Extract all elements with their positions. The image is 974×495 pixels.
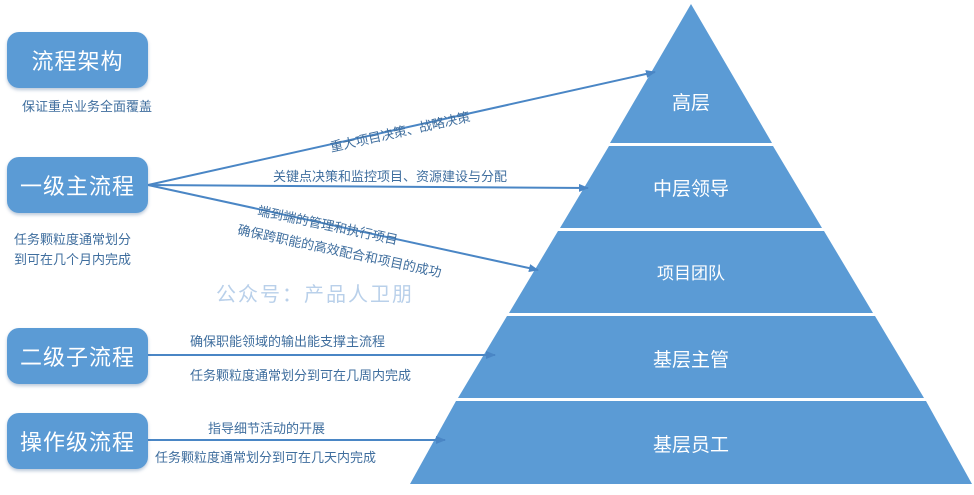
arrow-main-to-top bbox=[147, 70, 656, 186]
arrow-main-to-middle bbox=[147, 183, 589, 192]
tier-label-middle: 中层领导 bbox=[652, 178, 730, 200]
level-note-main-process: 任务颗粒度通常划分 到可在几个月内完成 bbox=[14, 233, 132, 268]
tier-label-team: 项目团队 bbox=[657, 264, 725, 284]
arrow-label-sub-support: 确保职能领域的输出能支撑主流程 bbox=[190, 335, 386, 350]
level-note-architecture: 保证重点业务全面覆盖 bbox=[22, 100, 153, 115]
tier-label-top: 高层 bbox=[671, 92, 711, 114]
level-box-sub-process: 二级子流程 bbox=[7, 328, 148, 384]
arrow-label-op-guide: 指导细节活动的开展 bbox=[208, 422, 326, 437]
pyramid-tier-2 bbox=[560, 146, 822, 228]
arrow-label-sub-granularity: 任务颗粒度通常划分到可在几周内完成 bbox=[190, 369, 412, 384]
pyramid-tier-top bbox=[610, 4, 772, 143]
level-box-architecture: 流程架构 bbox=[7, 32, 148, 88]
tier-label-supervisor: 基层主管 bbox=[652, 349, 730, 371]
pyramid-tier-3 bbox=[509, 231, 873, 313]
tier-label-staff: 基层员工 bbox=[652, 434, 730, 456]
pyramid-tier-5 bbox=[410, 401, 972, 484]
level-box-operation-process: 操作级流程 bbox=[7, 413, 148, 469]
level-box-main-process: 一级主流程 bbox=[7, 157, 148, 213]
pyramid-tier-4 bbox=[458, 316, 924, 398]
watermark-text: 公众号：产品人卫朋 bbox=[216, 282, 414, 306]
arrow-label-op-granularity: 任务颗粒度通常划分到可在几天内完成 bbox=[155, 451, 377, 466]
arrow-main-to-team bbox=[147, 184, 539, 272]
arrow-label-key-decisions: 关键点决策和监控项目、资源建设与分配 bbox=[273, 170, 508, 185]
